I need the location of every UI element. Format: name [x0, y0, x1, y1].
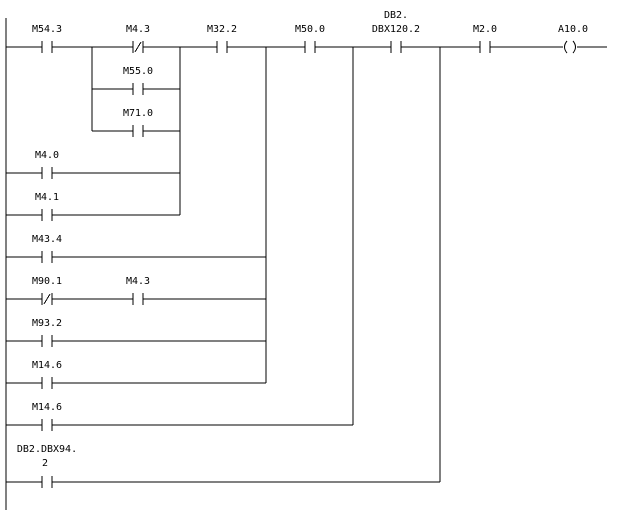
coil-left-arc: [564, 40, 568, 54]
contact-m50-0[interactable]: M50.0: [295, 24, 325, 53]
contact-m4-3[interactable]: M4.3: [126, 276, 150, 305]
contact-label: M4.1: [35, 192, 59, 203]
contact-m43-4[interactable]: M43.4: [32, 234, 62, 263]
contact-slash: [134, 41, 142, 53]
coil-right-arc: [572, 40, 576, 54]
contact-m4-3[interactable]: M4.3: [126, 24, 150, 53]
contact-label: M14.6: [32, 360, 62, 371]
contact-label: M2.0: [473, 24, 497, 35]
contact-m4-0[interactable]: M4.0: [35, 150, 59, 179]
contact-m55-0[interactable]: M55.0: [123, 66, 153, 95]
contact-label: M4.3: [126, 24, 150, 35]
contact-label: M43.4: [32, 234, 62, 245]
contact-label-line: DB2.DBX94.: [17, 444, 77, 455]
contact-m14-6[interactable]: M14.6: [32, 402, 62, 431]
wires: [5, 18, 607, 510]
coil-label: A10.0: [558, 24, 588, 35]
contact-label: M93.2: [32, 318, 62, 329]
contact-m32-2[interactable]: M32.2: [207, 24, 237, 53]
contact-db2-dbx120-2[interactable]: DB2. DBX120.2: [372, 10, 420, 53]
contact-label-line: DB2.: [384, 10, 408, 21]
contact-m14-6[interactable]: M14.6: [32, 360, 62, 389]
contact-m93-2[interactable]: M93.2: [32, 318, 62, 347]
contact-label: M50.0: [295, 24, 325, 35]
contact-label: M4.3: [126, 276, 150, 287]
contact-label: M71.0: [123, 108, 153, 119]
contact-m4-1[interactable]: M4.1: [35, 192, 59, 221]
contact-slash: [43, 293, 51, 305]
contact-label-line: DBX120.2: [372, 24, 420, 35]
contact-m71-0[interactable]: M71.0: [123, 108, 153, 137]
contact-label: M55.0: [123, 66, 153, 77]
contact-label: M4.0: [35, 150, 59, 161]
contact-label: M90.1: [32, 276, 62, 287]
contact-db2-dbx94-2[interactable]: DB2.DBX94. 2: [17, 444, 77, 488]
contact-label: M14.6: [32, 402, 62, 413]
contact-label: M54.3: [32, 24, 62, 35]
contact-m90-1[interactable]: M90.1: [32, 276, 62, 305]
contact-label: M32.2: [207, 24, 237, 35]
coil-a10-0[interactable]: A10.0: [558, 24, 588, 54]
contact-m54-3[interactable]: M54.3: [32, 24, 62, 53]
contact-label-line: 2: [42, 458, 48, 469]
contact-m2-0[interactable]: M2.0: [473, 24, 497, 53]
